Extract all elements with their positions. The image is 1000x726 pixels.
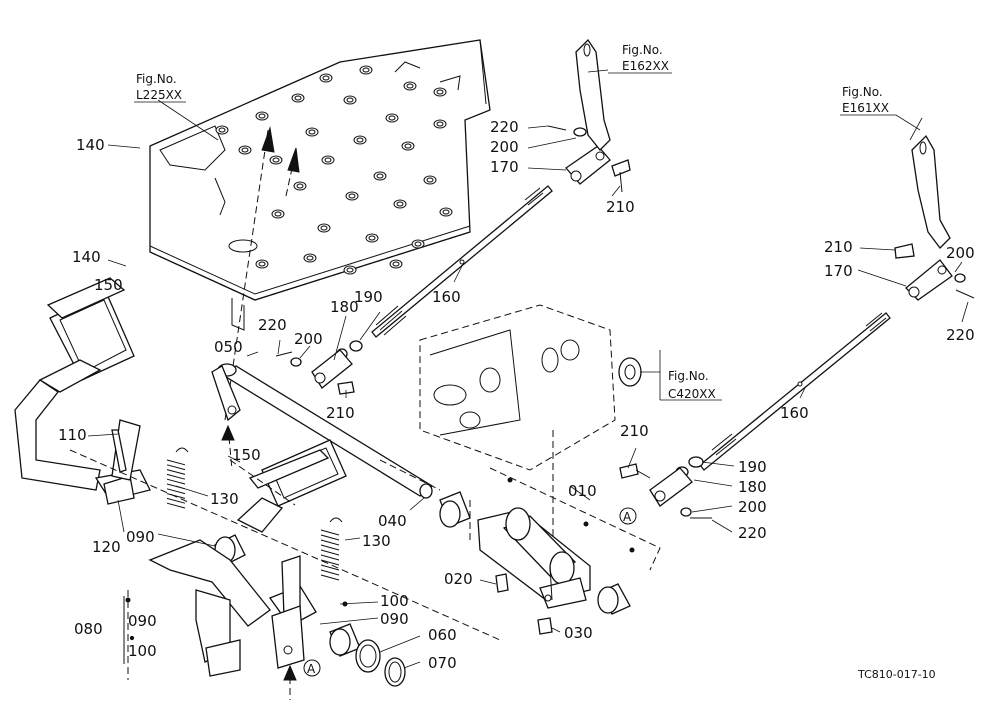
marker-a-lower: A [303, 659, 321, 677]
floor-plate [149, 39, 491, 331]
fig-ref-label: Fig.No. [136, 72, 177, 86]
callout-090: 090 [380, 610, 409, 628]
fig-ref-c420: Fig.No. C420XX [659, 350, 722, 401]
callout-220: 220 [490, 118, 519, 136]
fig-ref-number: E162XX [622, 59, 669, 73]
callout-200: 200 [738, 498, 767, 516]
lever-right [911, 134, 951, 249]
callout-140: 140 [72, 248, 101, 266]
callout-160: 160 [780, 404, 809, 422]
callout-200: 200 [294, 330, 323, 348]
callout-220: 220 [738, 524, 767, 542]
drawing-code: TC810-017-10 [857, 668, 936, 681]
callout-220: 220 [946, 326, 975, 344]
link-rod-upper [371, 185, 553, 338]
assembly-lines [69, 424, 501, 700]
callout-080-100: 100 [128, 642, 157, 660]
plate-arrows [224, 126, 300, 421]
callout-210: 210 [606, 198, 635, 216]
fig-ref-e161: Fig.No. E161XX [840, 85, 921, 131]
callout-080: 080 [74, 620, 103, 638]
callout-070: 070 [428, 654, 457, 672]
lever-upper [575, 38, 611, 151]
callout-140: 140 [76, 136, 105, 154]
marker-a-label: A [623, 510, 632, 524]
callout-150: 150 [94, 276, 123, 294]
pedal-right-lower [148, 439, 347, 677]
cross-shaft [211, 363, 434, 499]
clevis-lower-right [619, 456, 712, 519]
callout-040: 040 [378, 512, 407, 530]
clevis-upper [547, 125, 631, 193]
gearbox-housing [419, 304, 616, 590]
clevis-lower-left [275, 340, 363, 395]
callout-020: 020 [444, 570, 473, 588]
callout-050: 050 [214, 338, 243, 356]
callout-030: 030 [564, 624, 593, 642]
callout-160: 160 [432, 288, 461, 306]
fig-ref-number: L225XX [136, 88, 182, 102]
callout-210: 210 [620, 422, 649, 440]
callout-130: 130 [210, 490, 239, 508]
callout-150: 150 [232, 446, 261, 464]
callout-010: 010 [568, 482, 597, 500]
fig-ref-e162: Fig.No. E162XX [608, 43, 672, 74]
bushings [214, 491, 631, 657]
fig-ref-label: Fig.No. [668, 369, 709, 383]
callout-180: 180 [330, 298, 359, 316]
callout-130: 130 [362, 532, 391, 550]
callout-060: 060 [428, 626, 457, 644]
leader-lines [87, 69, 969, 669]
callout-180: 180 [738, 478, 767, 496]
callout-100: 100 [380, 592, 409, 610]
fig-ref-number: E161XX [842, 101, 889, 115]
callout-210: 210 [326, 404, 355, 422]
callouts: 140 140 150 150 220 200 170 210 160 210 … [58, 118, 975, 672]
bracket [469, 467, 661, 609]
callout-220: 220 [258, 316, 287, 334]
callout-190: 190 [354, 288, 383, 306]
callout-170: 170 [490, 158, 519, 176]
marker-a-label: A [307, 662, 316, 676]
fig-ref-label: Fig.No. [622, 43, 663, 57]
fig-ref-label: Fig.No. [842, 85, 883, 99]
link-rod-right [699, 312, 891, 471]
callout-090: 090 [126, 528, 155, 546]
callout-080-090: 090 [128, 612, 157, 630]
marker-a-right: A [619, 507, 637, 525]
fig-ref-l225: Fig.No. L225XX [134, 72, 186, 103]
callout-200: 200 [490, 138, 519, 156]
callout-190: 190 [738, 458, 767, 476]
grease-fittings [495, 573, 553, 635]
seal-part [618, 357, 642, 387]
callout-110: 110 [58, 426, 87, 444]
callout-120: 120 [92, 538, 121, 556]
marker-dots [342, 477, 635, 607]
group-bracket-080 [123, 596, 135, 664]
pedal-left-upper [14, 277, 151, 505]
rings [355, 639, 406, 687]
fig-ref-number: C420XX [668, 387, 716, 401]
callout-200: 200 [946, 244, 975, 262]
callout-170: 170 [824, 262, 853, 280]
clevis-right [894, 243, 975, 301]
callout-210: 210 [824, 238, 853, 256]
